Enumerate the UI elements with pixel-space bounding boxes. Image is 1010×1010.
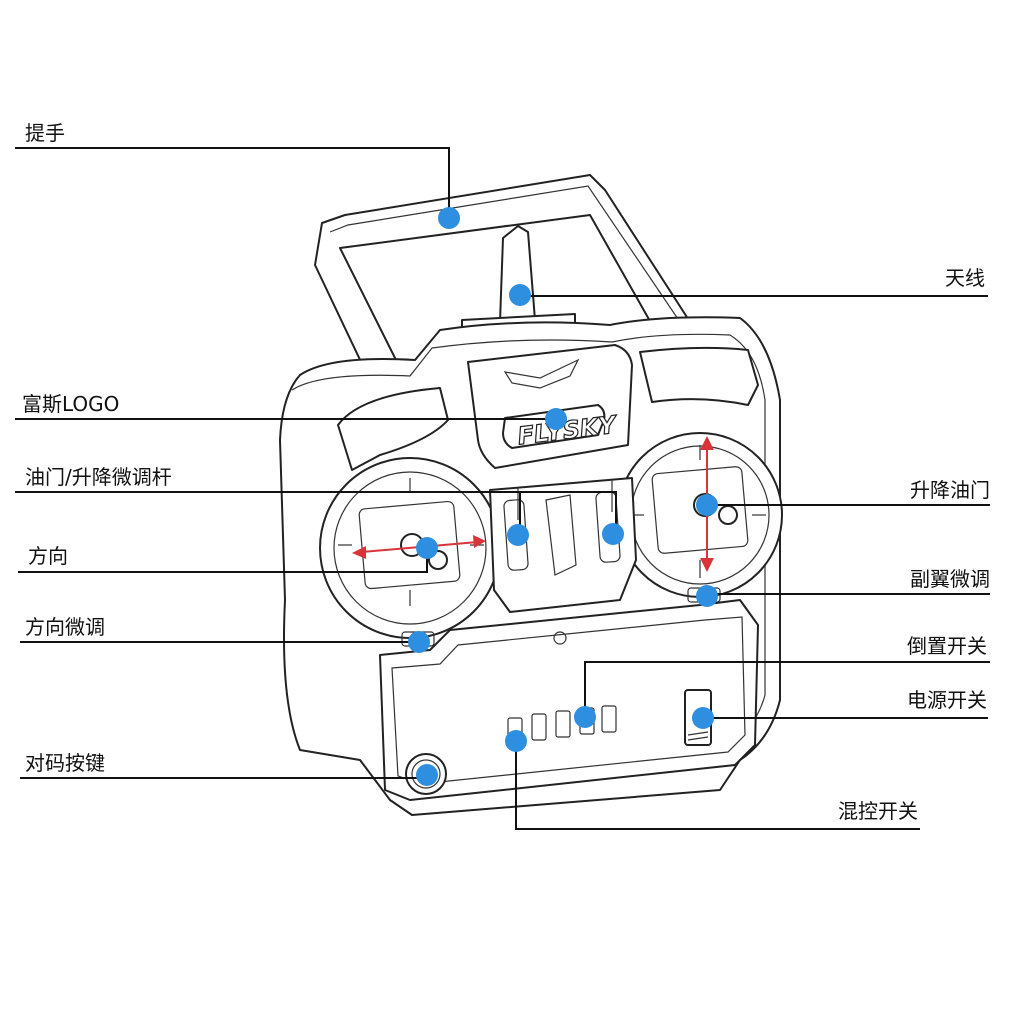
lower-panel <box>379 599 759 801</box>
mix-switch-marker <box>505 730 527 752</box>
logo-marker <box>545 408 567 430</box>
label-reverse-switch: 倒置开关 <box>907 634 987 658</box>
label-elevator-throttle: 升降油门 <box>910 478 990 502</box>
rudder-marker <box>416 537 438 559</box>
right-shoulder-panel <box>639 346 759 406</box>
label-aileron-trim: 副翼微调 <box>910 567 990 591</box>
handle-marker <box>438 207 460 229</box>
throttle-trim-marker <box>507 524 529 546</box>
aileron-trim-marker <box>696 585 718 607</box>
elevator-throttle-marker <box>696 494 718 516</box>
label-rudder: 方向 <box>28 544 68 568</box>
label-power-switch: 电源开关 <box>907 688 987 712</box>
callout-markers <box>408 207 718 786</box>
antenna-drawing <box>461 225 576 337</box>
center-top-block <box>467 344 633 469</box>
label-logo: 富斯LOGO <box>22 392 119 416</box>
label-throttle-elevator-trim: 油门/升降微调杆 <box>25 465 172 489</box>
transmitter-drawing: FLYSKY <box>279 174 783 816</box>
right-gimbal <box>617 432 783 598</box>
label-antenna: 天线 <box>945 266 985 290</box>
reverse-switch-marker <box>574 706 596 728</box>
left-shoulder-panel <box>337 387 449 471</box>
power-switch-marker <box>692 707 714 729</box>
label-rudder-trim: 方向微调 <box>25 615 105 639</box>
label-mix-switch: 混控开关 <box>838 799 918 823</box>
rudder-trim-marker <box>408 631 430 653</box>
elevator-trim-marker <box>602 523 624 545</box>
label-handle: 提手 <box>25 121 65 145</box>
label-bind-button: 对码按键 <box>25 751 105 775</box>
antenna-marker <box>509 284 531 306</box>
callout-labels: 提手 天线 富斯LOGO 油门/升降微调杆 升降油门 方向 副翼微调 方向微调 … <box>22 121 990 823</box>
center-trim-panel <box>489 477 637 613</box>
bind-button-marker <box>416 764 438 786</box>
